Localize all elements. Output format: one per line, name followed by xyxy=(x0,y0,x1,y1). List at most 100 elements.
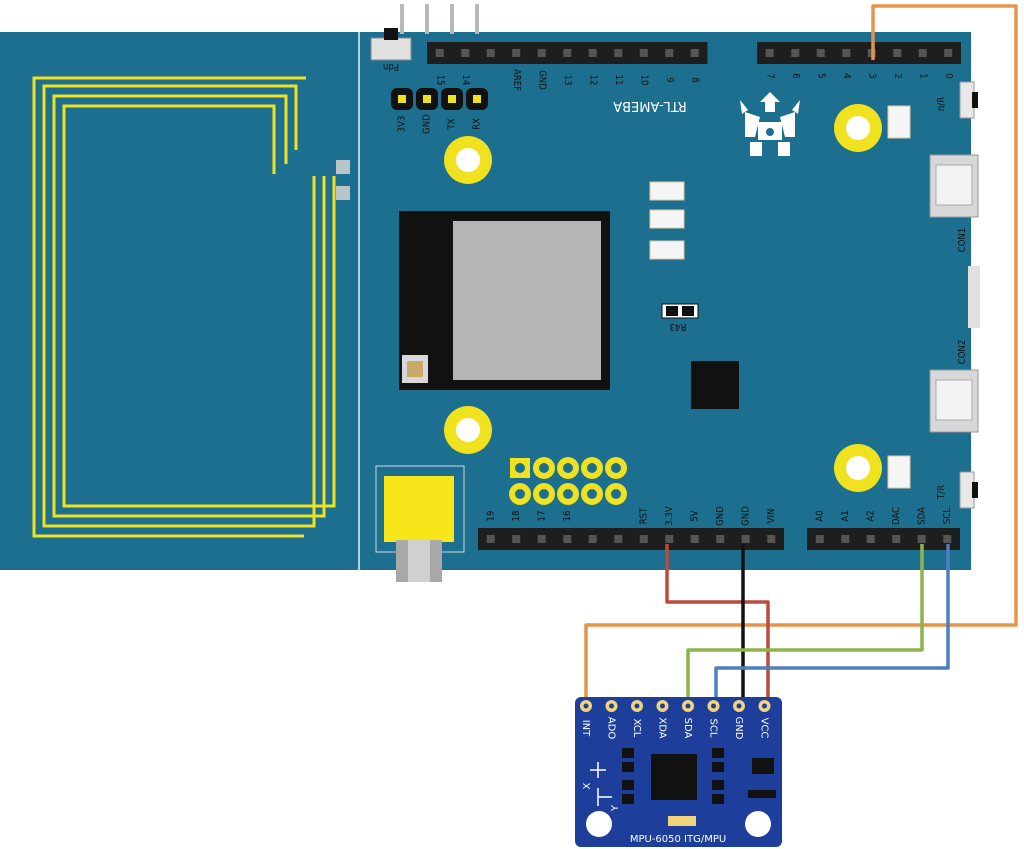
nfc-antenna-coil xyxy=(32,76,336,538)
pin-label: 3 xyxy=(866,73,877,78)
header-pin[interactable] xyxy=(893,49,902,57)
pin-label: GND xyxy=(740,506,751,526)
pin-label: 16 xyxy=(562,511,573,522)
nr-label: n/R xyxy=(936,97,947,111)
header-pin[interactable] xyxy=(690,49,699,57)
uart-pin-label: 3V3 xyxy=(397,116,408,133)
pin-label: A0 xyxy=(814,510,825,521)
header-pin[interactable] xyxy=(639,49,648,57)
pin-label: 10 xyxy=(638,75,649,86)
header-pin[interactable] xyxy=(614,535,623,543)
mpu-pin-label: GND xyxy=(733,717,744,740)
pin-label: 8 xyxy=(689,77,700,82)
pin-label: 18 xyxy=(511,511,522,522)
mpu-hole-right xyxy=(745,811,771,837)
wire-scl xyxy=(714,544,950,706)
pin-label: 2 xyxy=(892,73,903,78)
header-pin[interactable] xyxy=(866,535,875,543)
header-pin[interactable] xyxy=(765,49,774,57)
pin-label: 11 xyxy=(613,75,624,86)
header-pin[interactable] xyxy=(690,535,699,543)
header-pin[interactable] xyxy=(917,535,926,543)
pin-label: 13 xyxy=(562,75,573,86)
pin-label: A1 xyxy=(840,510,851,521)
header-pin[interactable] xyxy=(842,49,851,57)
wire-int xyxy=(584,4,1018,706)
tr-label: T/R xyxy=(936,485,947,500)
uart-pin-label: RX xyxy=(472,118,483,130)
pdn-label: Pdn xyxy=(383,61,399,72)
header-pin[interactable] xyxy=(918,49,927,57)
nr-button[interactable] xyxy=(959,81,978,119)
header-pin[interactable] xyxy=(639,535,648,543)
header-pin[interactable] xyxy=(486,535,495,543)
mpu-pin-label: XDA xyxy=(657,717,668,738)
pin-label: SCL xyxy=(942,508,953,524)
pin-label: 14 xyxy=(460,75,471,86)
r43-label: R43 xyxy=(670,321,687,332)
header-pin[interactable] xyxy=(537,535,546,543)
header-pin[interactable] xyxy=(588,49,597,57)
dc-jack xyxy=(375,465,465,582)
header-pin[interactable] xyxy=(512,49,521,57)
header-pin[interactable] xyxy=(841,535,850,543)
axis-arrows-icon xyxy=(590,762,612,806)
header-pin[interactable] xyxy=(512,535,521,543)
header-pin[interactable] xyxy=(816,49,825,57)
pin-label: 17 xyxy=(536,511,547,522)
header-pin[interactable] xyxy=(665,535,674,543)
header-pin[interactable] xyxy=(665,49,674,57)
mpu-cap xyxy=(668,816,696,826)
header-pin[interactable] xyxy=(741,535,750,543)
header-pin[interactable] xyxy=(614,49,623,57)
header-pin[interactable] xyxy=(588,535,597,543)
pin-label: A2 xyxy=(865,510,876,521)
realtek-logo xyxy=(740,92,800,156)
mpu-pin-label: INT xyxy=(580,720,591,737)
usb-con2[interactable] xyxy=(929,369,979,433)
top-pin-stubs xyxy=(400,4,479,34)
header-pin[interactable] xyxy=(767,535,776,543)
con1-label: CON1 xyxy=(957,228,968,253)
pin-label: 19 xyxy=(485,511,496,522)
header-pin[interactable] xyxy=(892,535,901,543)
header-pin[interactable] xyxy=(944,49,953,57)
pin-label: 9 xyxy=(664,77,675,82)
pin-label: 4 xyxy=(841,73,852,78)
pin-label: 0 xyxy=(943,73,954,78)
usb-con1[interactable] xyxy=(929,154,979,218)
header-pin[interactable] xyxy=(537,49,546,57)
uart-pin-label: GND xyxy=(422,114,433,134)
mounting-holes xyxy=(444,104,882,492)
pdn-switch[interactable] xyxy=(370,28,412,61)
pin-label: 15 xyxy=(434,75,445,86)
icsp-pads xyxy=(509,457,627,505)
header-pin[interactable] xyxy=(435,49,444,57)
pin-label: VIN xyxy=(766,509,777,524)
header-pin[interactable] xyxy=(461,49,470,57)
con2-label: CON2 xyxy=(957,340,968,365)
header-pin[interactable] xyxy=(943,535,952,543)
mpu-pin-label: VCC xyxy=(759,718,770,739)
nfc-antenna-board xyxy=(0,32,360,570)
pin-label: 7 xyxy=(764,73,775,78)
usb-con-middle xyxy=(968,266,980,328)
pin-label: AREF xyxy=(511,69,522,91)
header-pin[interactable] xyxy=(815,535,824,543)
mpu-chip xyxy=(651,754,697,800)
mpu-name: MPU-6050 ITG/MPU xyxy=(630,834,726,845)
wires xyxy=(584,4,1018,706)
mpu-pin-label: ADO xyxy=(606,717,617,740)
tr-button[interactable] xyxy=(959,471,978,509)
mpu-pin-label: SCL xyxy=(708,719,719,738)
header-pin[interactable] xyxy=(791,49,800,57)
axis-x-label: X xyxy=(582,782,593,789)
header-pin[interactable] xyxy=(563,49,572,57)
header-pin[interactable] xyxy=(486,49,495,57)
pin-label: GND xyxy=(715,506,726,526)
header-pin[interactable] xyxy=(563,535,572,543)
header-pin[interactable] xyxy=(716,535,725,543)
